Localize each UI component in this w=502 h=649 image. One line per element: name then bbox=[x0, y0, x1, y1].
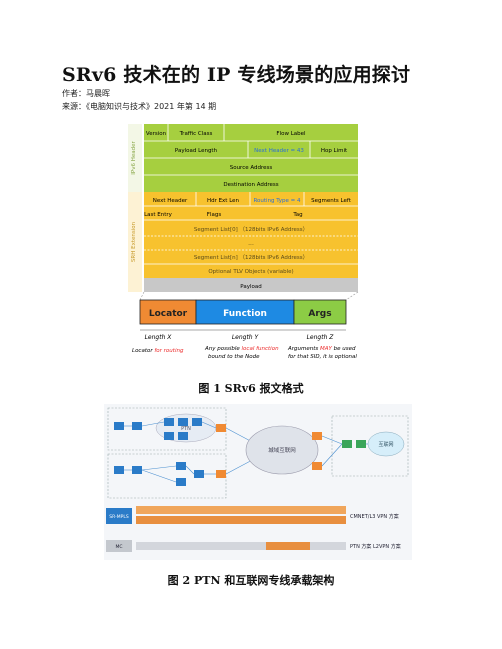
field-last-entry: Last Entry bbox=[144, 212, 173, 218]
node-box bbox=[312, 462, 322, 470]
function-note-line2: bound to the Node bbox=[208, 354, 260, 360]
node-box bbox=[176, 478, 186, 486]
node-box bbox=[216, 470, 226, 478]
node-box bbox=[178, 432, 188, 440]
core-region bbox=[331, 415, 409, 477]
document-title: SRv6 技术在的 IP 专线场景的应用探讨 bbox=[62, 64, 411, 86]
node-box bbox=[342, 440, 352, 448]
field-destination-address: Destination Address bbox=[223, 182, 278, 188]
band2-tag-label: MC bbox=[115, 544, 122, 550]
author-line: 作者：马晨晖 bbox=[62, 89, 110, 98]
node-box bbox=[192, 418, 202, 426]
field-hdr-ext-len: Hdr Ext Len bbox=[207, 198, 240, 204]
srh-side-label: SRH Extension bbox=[131, 221, 137, 262]
field-traffic-class: Traffic Class bbox=[179, 131, 213, 137]
source-line: 来源：《电脑知识与技术》2021 年第 14 期 bbox=[62, 102, 217, 111]
field-segment-list-0: Segment List[0] （128bits IPv6 Address） bbox=[194, 226, 308, 233]
function-note: Any possible local function bbox=[204, 346, 279, 352]
args-note-line2: for that SID, it is optional bbox=[288, 354, 357, 360]
node-box bbox=[178, 418, 188, 426]
band2-highlight bbox=[266, 542, 310, 550]
field-srh-next-header: Next Header bbox=[153, 198, 188, 204]
band1-tag bbox=[106, 508, 132, 524]
length-y-label: Length Y bbox=[232, 334, 260, 341]
field-segment-list-n: Segment List[n] （128bits IPv6 Address） bbox=[194, 254, 308, 261]
field-payload-length: Payload Length bbox=[175, 148, 218, 154]
band1-note: CMNET/L3 VPN 方案 bbox=[350, 513, 399, 520]
ptn-internet-architecture-figure: PTN 城域互联网 互联网 bbox=[104, 404, 412, 560]
ptn-cloud-label: PTN bbox=[181, 426, 191, 432]
length-z-label: Length Z bbox=[307, 334, 335, 341]
field-payload: Payload bbox=[240, 284, 261, 290]
field-version: Version bbox=[146, 131, 167, 137]
field-tag: Tag bbox=[292, 212, 302, 218]
locator-box bbox=[139, 299, 197, 325]
access-region-1 bbox=[107, 407, 227, 451]
node-box bbox=[356, 440, 366, 448]
field-flow-label: Flow Label bbox=[276, 131, 306, 137]
node-box bbox=[176, 462, 186, 470]
node-box bbox=[312, 432, 322, 440]
ipv6-header: Version Traffic Class Flow Label Payload… bbox=[144, 124, 358, 192]
node-box bbox=[114, 422, 124, 430]
field-flags: Flags bbox=[207, 212, 222, 218]
node-box bbox=[132, 466, 142, 474]
node-box bbox=[164, 432, 174, 440]
network-nodes bbox=[114, 418, 226, 486]
length-x-label: Length X bbox=[145, 334, 173, 341]
locator-note: Locator for routing bbox=[132, 348, 184, 354]
ipv6-side-bar bbox=[128, 124, 142, 192]
srh-header: Next Header Hdr Ext Len Routing Type = 4… bbox=[144, 192, 358, 278]
internet-cloud-label: 城域互联网 bbox=[268, 446, 296, 454]
band2-note: PTN 方案 L2VPN 方案 bbox=[350, 543, 401, 550]
sid-structure: Locator Function Args Length X Length Y … bbox=[132, 299, 357, 360]
field-segment-dots: ... bbox=[248, 240, 254, 247]
node-box bbox=[114, 466, 124, 474]
args-label: Args bbox=[308, 309, 331, 319]
node-box bbox=[194, 470, 204, 478]
ipv6-side-label: IPv6 Header bbox=[131, 141, 137, 175]
node-box bbox=[164, 418, 174, 426]
figure-2-background bbox=[104, 404, 412, 560]
field-hop-limit: Hop Limit bbox=[321, 148, 348, 154]
figure-2-caption: 图 2 PTN 和互联网专线承载架构 bbox=[167, 574, 335, 587]
node-box bbox=[132, 422, 142, 430]
band1-tag-label: SR-MPLS bbox=[109, 514, 129, 520]
field-segments-left: Segments Left bbox=[311, 198, 352, 204]
core-cloud-label: 互联网 bbox=[378, 441, 393, 448]
field-routing-type: Routing Type = 4 bbox=[253, 198, 301, 204]
figure-1-caption: 图 1 SRv6 报文格式 bbox=[198, 382, 304, 395]
band1-bar-a bbox=[136, 506, 346, 514]
srv6-packet-format-figure: IPv6 Header SRH Extension Version Traffi… bbox=[128, 124, 359, 360]
function-label: Function bbox=[223, 309, 267, 319]
args-note: Arguments MAY be used bbox=[287, 346, 356, 352]
band2-tag bbox=[106, 540, 132, 552]
function-box bbox=[195, 299, 295, 325]
field-optional-tlv: Optional TLV Objects (variable) bbox=[208, 269, 293, 275]
field-source-address: Source Address bbox=[230, 165, 273, 171]
srh-side-bar bbox=[128, 192, 142, 292]
band2-bar bbox=[136, 542, 346, 550]
field-next-header-43: Next Header = 43 bbox=[254, 148, 304, 154]
args-box bbox=[293, 299, 347, 325]
node-box bbox=[216, 424, 226, 432]
internet-cloud bbox=[245, 425, 319, 475]
band1-bar-b bbox=[136, 516, 346, 524]
payload-bar bbox=[144, 278, 358, 292]
locator-label: Locator bbox=[149, 309, 188, 319]
